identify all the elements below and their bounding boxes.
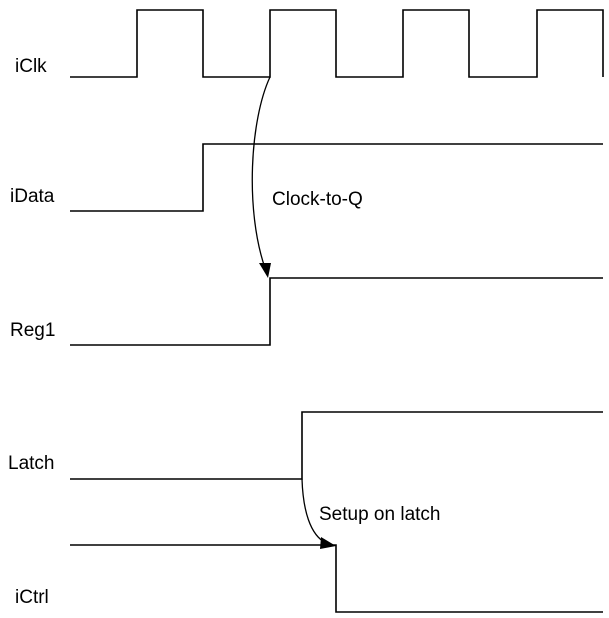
waveform-iclk (70, 9, 604, 78)
waveform-reg1 (70, 277, 603, 346)
signal-label-ictrl: iCtrl (15, 587, 49, 608)
setup-on-latch-label: Setup on latch (319, 504, 440, 525)
waveform-ictrl (70, 544, 603, 613)
signal-label-iclk: iClk (15, 56, 47, 77)
clock-to-q-arrow (251, 76, 271, 269)
setup-on-latch-arrowhead (320, 537, 336, 549)
signal-label-reg1: Reg1 (10, 320, 55, 341)
clock-to-q-label: Clock-to-Q (272, 189, 363, 210)
signal-label-idata: iData (10, 186, 55, 207)
waveform-idata (70, 143, 603, 212)
signal-label-latch: Latch (8, 453, 54, 474)
clock-to-q-arrowhead (259, 263, 271, 278)
waveform-latch (70, 411, 603, 480)
